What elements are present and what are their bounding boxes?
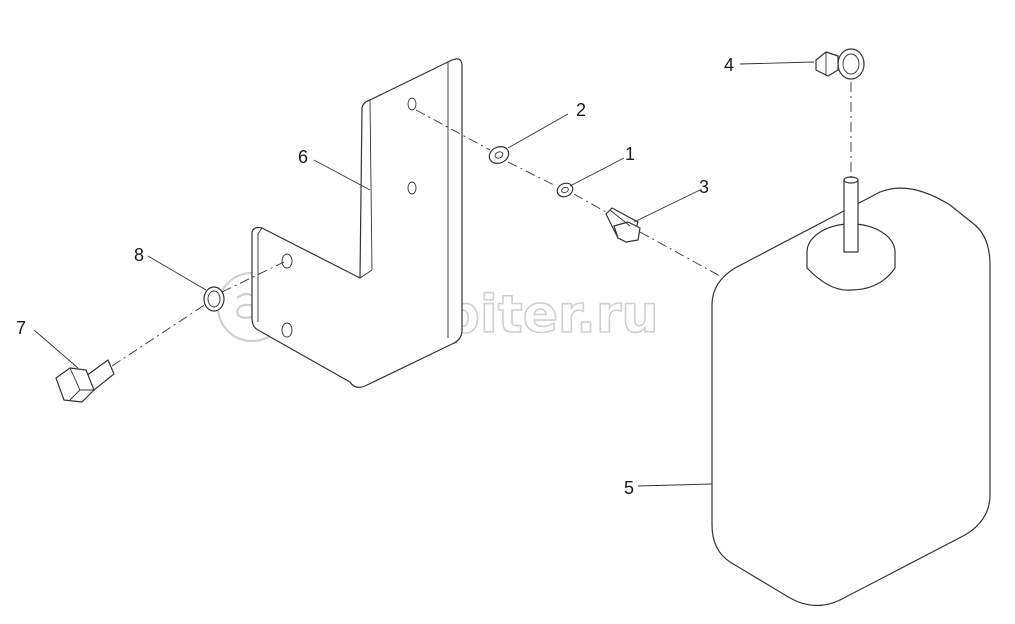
bolt-upper	[605, 207, 641, 243]
reservoir-tank	[711, 176, 991, 607]
callout-3: 3	[699, 177, 709, 197]
callout-2: 2	[576, 100, 586, 120]
spacer-washer	[203, 286, 225, 312]
lock-washer	[556, 182, 574, 198]
mounting-bracket	[251, 58, 463, 388]
leader-lines	[33, 61, 815, 487]
callout-5: 5	[624, 478, 634, 498]
callouts: 2 1 3 4 5 6 8 7	[16, 55, 734, 498]
callout-4: 4	[724, 55, 734, 75]
callout-1: 1	[625, 144, 635, 164]
callout-6: 6	[298, 147, 308, 167]
bolt-lower	[55, 359, 115, 403]
hose-clamp	[815, 48, 865, 80]
callout-7: 7	[16, 318, 26, 338]
callout-8: 8	[134, 245, 144, 265]
flat-washer	[488, 146, 510, 164]
assembly-axes	[111, 82, 852, 367]
